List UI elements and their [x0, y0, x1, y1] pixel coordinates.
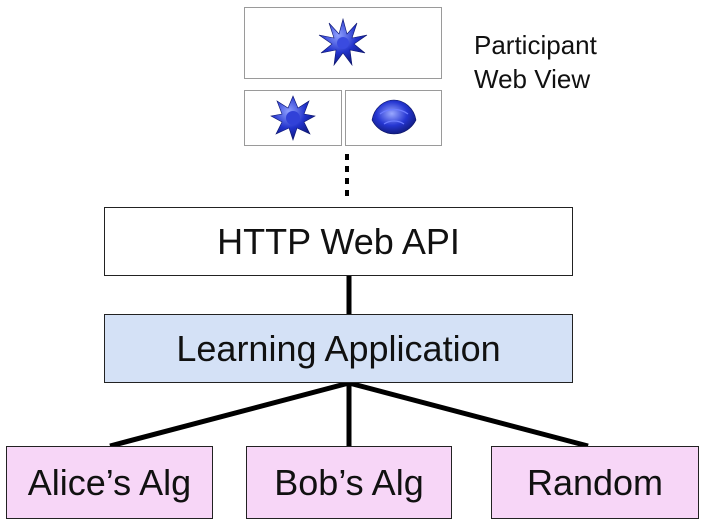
alice-alg-box[interactable]: Alice’s Alg — [6, 446, 213, 519]
learning-application-label: Learning Application — [176, 327, 501, 369]
learning-random-connector — [348, 380, 589, 449]
participant-view-option-a[interactable] — [244, 90, 342, 146]
bob-alg-label: Bob’s Alg — [274, 461, 424, 503]
alice-alg-label: Alice’s Alg — [27, 461, 192, 503]
random-alg-box[interactable]: Random — [491, 446, 699, 519]
learning-alice-connector — [109, 380, 350, 449]
random-alg-label: Random — [526, 461, 664, 503]
participant-view-label: Participant Web View — [474, 28, 597, 96]
spiky-star-icon — [270, 95, 316, 141]
participant-view-main[interactable] — [244, 7, 442, 79]
http-web-api-label: HTTP Web API — [217, 220, 460, 262]
learning-application-box[interactable]: Learning Application — [104, 314, 573, 383]
spiky-star-icon — [318, 17, 368, 67]
participant-view-option-b[interactable] — [345, 90, 442, 146]
shell-shape-icon — [371, 99, 416, 135]
bob-alg-box[interactable]: Bob’s Alg — [246, 446, 452, 519]
http-web-api-box[interactable]: HTTP Web API — [104, 207, 573, 276]
participant-label-line1: Participant — [474, 30, 597, 60]
participant-label-line2: Web View — [474, 64, 591, 94]
